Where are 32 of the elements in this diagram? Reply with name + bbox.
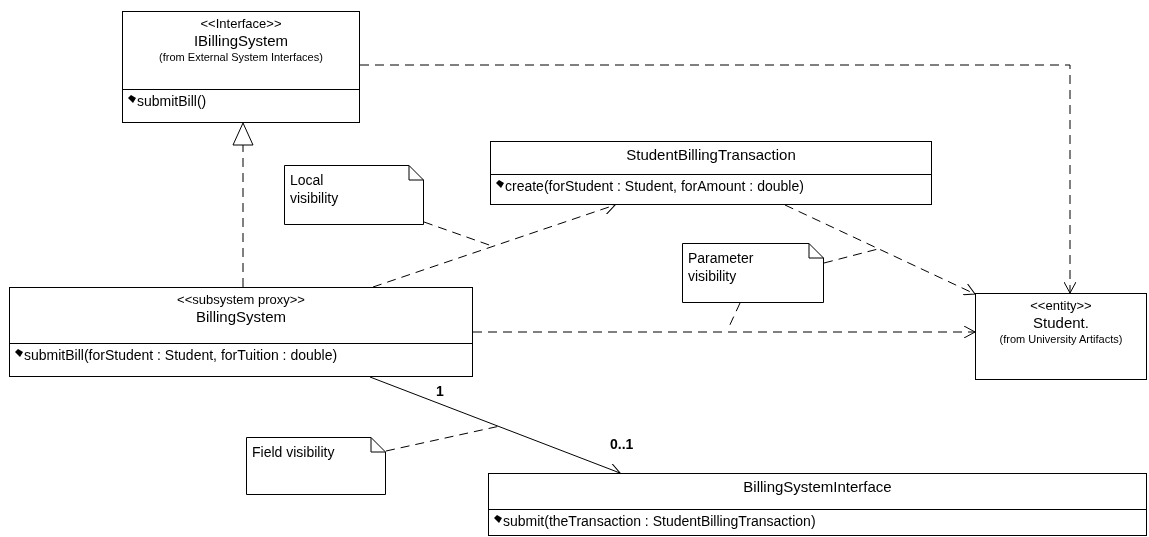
multiplicity-label: 1 <box>436 384 444 398</box>
class-name: BillingSystem <box>195 308 287 327</box>
class-box <box>488 473 1147 536</box>
class-name: StudentBillingTransaction <box>625 146 797 165</box>
class-box <box>490 141 932 205</box>
realization-arrow <box>232 122 254 288</box>
operation-text: submitBill(forStudent : Student, forTuition : double) <box>24 347 338 363</box>
multiplicity-label: 0..1 <box>610 437 634 451</box>
note-text: Local visibility <box>289 171 340 209</box>
arrow <box>784 204 976 296</box>
class-name: IBillingSystem <box>192 32 290 51</box>
note-shape <box>284 165 424 225</box>
note-text: Field visibility <box>251 443 336 462</box>
operation-text: submit(theTransaction : StudentBillingTransaction) <box>503 513 816 529</box>
stereotype-label: <<subsystem proxy>> <box>176 292 306 309</box>
class-box <box>122 11 360 123</box>
leader-line <box>823 248 879 264</box>
note-shape <box>246 437 386 495</box>
class-name: Student. <box>1032 314 1090 333</box>
note-text: Parameter visibility <box>687 249 755 287</box>
package-note: (from University Artifacts) <box>998 333 1124 347</box>
class-box <box>9 287 473 377</box>
arrow <box>472 325 976 339</box>
operation-text: submitBill() <box>137 93 207 109</box>
class-box <box>975 293 1147 380</box>
class-name: BillingSystemInterface <box>742 478 893 497</box>
operation-text: create(forStudent : Student, forAmount : double) <box>505 178 804 194</box>
note-shape <box>682 243 824 303</box>
stereotype-label: <<Interface>> <box>199 16 283 33</box>
stereotype-label: <<entity>> <box>1029 298 1093 315</box>
arrow <box>359 64 1077 294</box>
package-note: (from External System Interfaces) <box>158 51 324 65</box>
